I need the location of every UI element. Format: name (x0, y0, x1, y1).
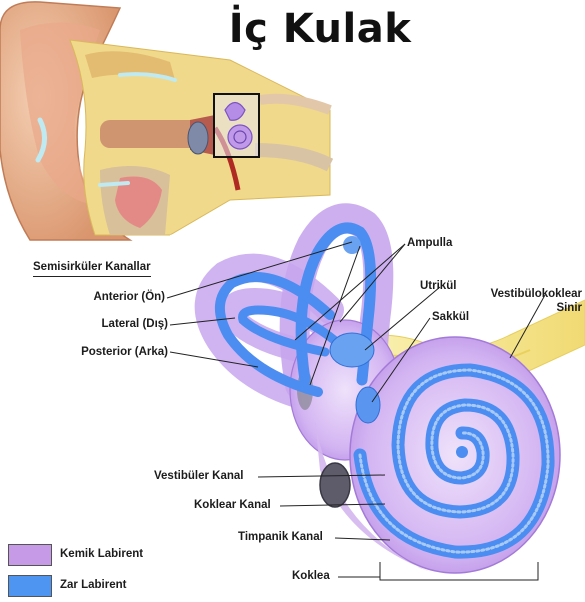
label-posterior: Posterior (Arka) (40, 346, 168, 359)
semicircular-canals-heading: Semisirküler Kanallar (33, 261, 151, 277)
label-vestibuler-kanal: Vestibüler Kanal (154, 470, 243, 483)
legend-swatch-membranous (8, 575, 52, 597)
label-lateral: Lateral (Dış) (40, 318, 168, 331)
label-koklea: Koklea (292, 570, 330, 583)
page-title: İç Kulak (190, 6, 450, 52)
legend-label-bony: Kemik Labirent (60, 548, 143, 561)
label-nerve-line1: Vestibülokoklear (470, 288, 582, 301)
label-utrikul: Utrikül (420, 280, 456, 293)
label-koklear-kanal: Koklear Kanal (194, 499, 271, 512)
legend-label-membranous: Zar Labirent (60, 579, 126, 592)
label-ampulla: Ampulla (407, 237, 452, 250)
label-sakkul: Sakkül (432, 311, 469, 324)
legend-swatch-bony (8, 544, 52, 566)
label-timpanik-kanal: Timpanik Kanal (238, 531, 323, 544)
label-nerve-line2: Sinir (470, 302, 582, 315)
label-anterior: Anterior (Ön) (40, 291, 165, 304)
